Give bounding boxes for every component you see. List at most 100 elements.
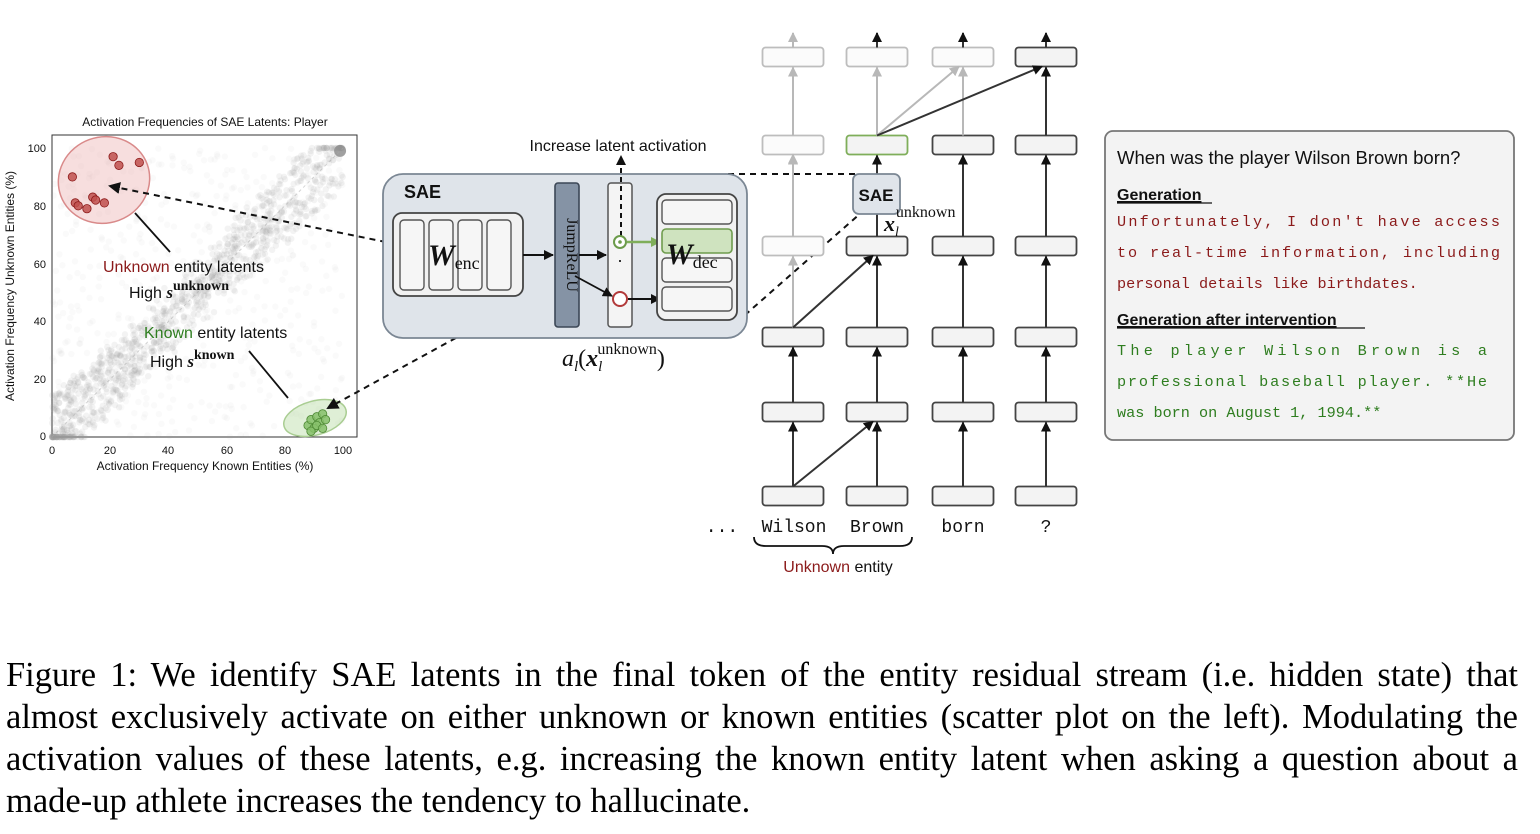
after-intervention-title: Generation after intervention <box>1117 312 1337 329</box>
background-point <box>166 309 173 316</box>
background-point <box>62 171 69 178</box>
background-point <box>269 180 276 187</box>
background-point <box>137 343 144 350</box>
background-point <box>192 289 199 297</box>
after-line: professional baseball player. **He <box>1117 373 1487 391</box>
background-point <box>239 381 246 388</box>
background-point <box>86 319 94 327</box>
background-point <box>100 393 107 400</box>
background-point <box>288 286 295 293</box>
background-point <box>230 268 238 275</box>
background-point <box>276 204 283 211</box>
background-point <box>157 321 164 328</box>
hidden-state-cell <box>1014 401 1078 423</box>
background-point <box>295 350 303 358</box>
background-point <box>247 261 254 268</box>
w-enc-label: Wenc <box>428 239 480 273</box>
background-point <box>253 235 260 242</box>
background-point <box>259 432 266 439</box>
background-point <box>244 238 251 246</box>
background-point <box>230 226 238 234</box>
background-point <box>58 433 66 441</box>
background-point <box>327 144 335 152</box>
background-point <box>323 144 330 152</box>
background-point <box>289 252 296 259</box>
background-point <box>114 350 121 357</box>
background-point <box>53 433 61 441</box>
background-point <box>82 391 89 398</box>
background-point <box>208 417 216 425</box>
background-point <box>111 365 119 372</box>
background-point <box>151 319 159 326</box>
background-point <box>115 374 123 381</box>
background-point <box>259 234 267 242</box>
background-point <box>216 252 223 259</box>
background-point <box>266 217 273 224</box>
background-point <box>92 382 100 390</box>
background-point <box>91 414 99 421</box>
background-point <box>98 378 105 386</box>
background-point <box>110 386 117 393</box>
background-point <box>70 407 78 414</box>
background-point <box>89 318 96 325</box>
background-point <box>58 176 65 184</box>
background-point <box>105 346 112 354</box>
hidden-state-cell <box>1014 326 1078 348</box>
background-point <box>201 200 209 207</box>
background-point <box>157 329 165 337</box>
background-point <box>281 224 288 231</box>
background-point <box>152 246 159 253</box>
background-point <box>56 389 64 396</box>
background-point <box>321 144 328 152</box>
background-point <box>56 433 63 441</box>
background-point <box>219 265 227 272</box>
background-point <box>310 168 317 175</box>
background-point <box>213 278 220 286</box>
background-point <box>89 404 96 411</box>
background-point <box>241 354 249 361</box>
background-point <box>89 173 96 180</box>
background-point <box>294 285 301 292</box>
background-point <box>281 176 289 183</box>
background-point <box>249 271 256 279</box>
background-point <box>69 433 76 441</box>
unknown-latent-point <box>99 198 109 208</box>
background-point <box>59 433 66 441</box>
background-point <box>121 391 129 398</box>
background-point <box>73 326 81 333</box>
background-point <box>242 431 249 439</box>
background-point <box>93 374 101 382</box>
hidden-state-cell <box>845 485 909 507</box>
background-point <box>77 336 85 343</box>
background-point <box>180 314 188 321</box>
background-point <box>207 314 214 321</box>
background-point <box>110 388 117 395</box>
background-point <box>178 296 186 303</box>
background-point <box>250 207 257 214</box>
background-point <box>195 278 203 286</box>
background-point <box>225 247 232 254</box>
background-point <box>263 188 271 195</box>
background-point <box>54 407 61 415</box>
background-point <box>76 340 84 347</box>
attention-arrow <box>876 65 960 137</box>
background-point <box>325 285 333 293</box>
hidden-state-cell <box>931 485 995 507</box>
background-point <box>114 370 121 378</box>
background-point <box>96 359 103 366</box>
background-point <box>91 422 98 429</box>
background-point <box>243 241 251 248</box>
background-point <box>52 429 59 436</box>
background-point <box>57 350 65 357</box>
background-point <box>125 340 132 347</box>
background-point <box>70 408 77 415</box>
background-point <box>267 227 274 235</box>
background-point <box>294 312 302 319</box>
background-point <box>80 404 87 412</box>
background-point <box>115 271 122 278</box>
background-point <box>112 376 120 384</box>
background-point <box>226 297 234 304</box>
background-point <box>54 287 61 294</box>
x-axis-ticks: 0 20 40 60 80 100 <box>49 445 352 457</box>
background-point <box>299 160 306 167</box>
